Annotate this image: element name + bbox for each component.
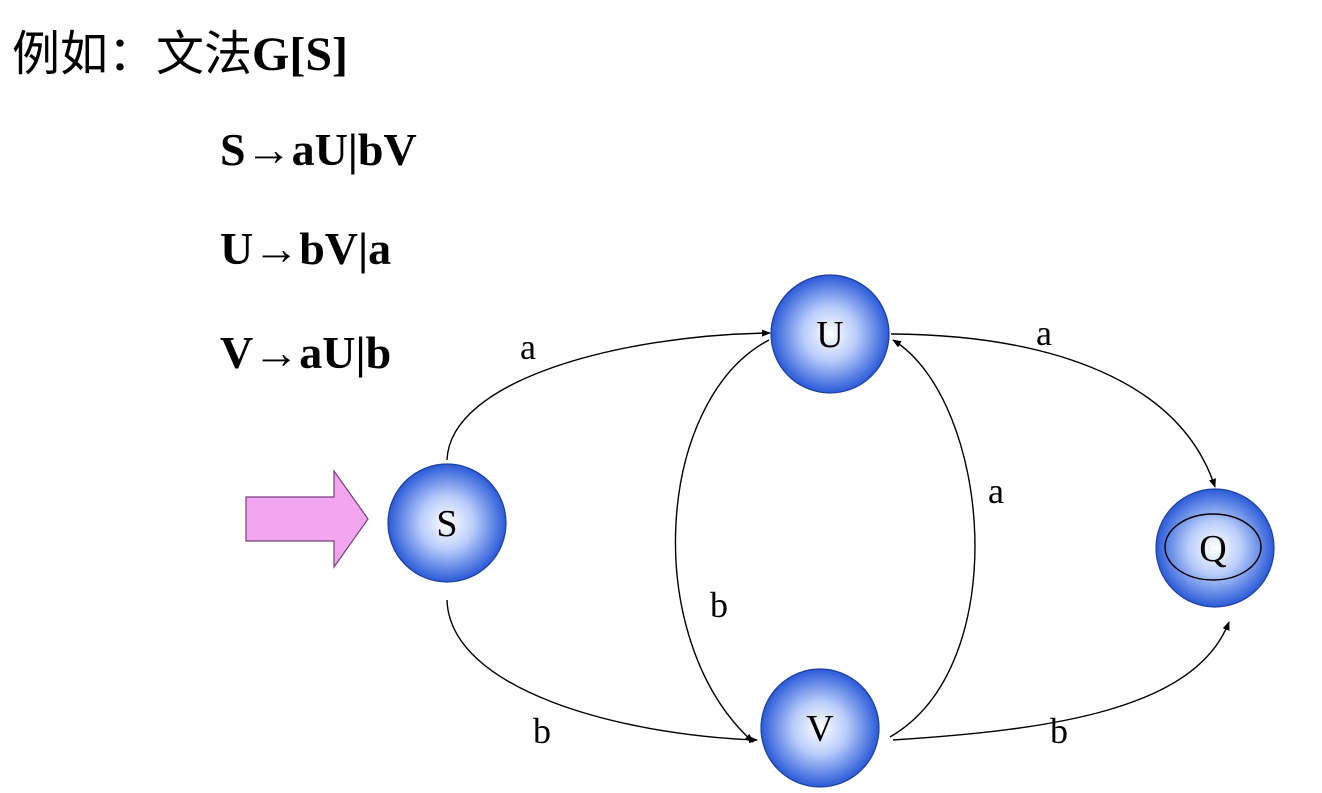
edge-v-to-u	[889, 339, 976, 738]
edge-u-to-v	[674, 339, 770, 743]
title-grammar: G[S]	[252, 28, 349, 81]
state-v-label: V	[806, 708, 834, 750]
state-q-final: Q	[1155, 488, 1275, 608]
edge-label-v-q: b	[1050, 711, 1068, 751]
edge-label-s-v: b	[533, 711, 551, 751]
production-rule-u: U→bV|a	[220, 223, 392, 274]
start-arrow-icon	[245, 469, 369, 569]
production-rule-v: V→aU|b	[220, 327, 392, 378]
state-s-label: S	[436, 503, 457, 545]
edge-label-s-u: a	[520, 327, 536, 367]
edge-label-u-q: a	[1036, 313, 1052, 353]
state-q-label: Q	[1199, 528, 1226, 570]
state-s: S	[387, 463, 507, 583]
edge-v-to-q	[892, 621, 1230, 741]
title-prefix: 例如：文法	[12, 26, 253, 82]
state-u: U	[770, 274, 890, 394]
edge-u-to-q	[890, 333, 1216, 488]
edge-label-u-v: b	[710, 585, 728, 625]
edge-s-to-u	[446, 329, 771, 461]
final-state-ring	[1164, 513, 1262, 581]
edge-label-v-u: a	[988, 471, 1004, 511]
edge-s-to-v	[446, 599, 758, 744]
state-v: V	[760, 668, 880, 788]
production-rule-s: S→aU|bV	[220, 124, 417, 175]
slide-title: 例如：文法G[S]	[12, 14, 348, 84]
state-u-label: U	[816, 314, 843, 356]
